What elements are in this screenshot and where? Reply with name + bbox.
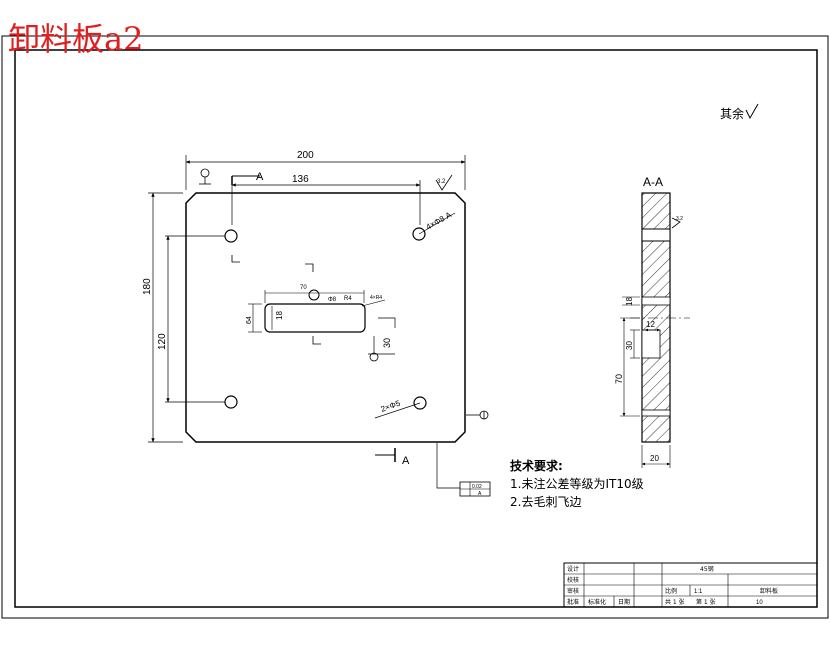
tech-requirements: 技术要求: 1.未注公差等级为IT10级 2.去毛刺飞边 [510,458,644,509]
section-roughness-value: 3.2 [676,216,683,222]
hole-bottom-right [413,396,427,410]
hole-top-right [412,227,426,241]
tb-part-name: 卸料板 [760,587,778,595]
hole-top-left [224,229,238,243]
hole-bottom-left [224,395,238,409]
outer-frame [1,35,829,619]
tb-date: 日期 [618,598,630,606]
section-dim-70: 70 [614,374,624,384]
tb-scale-value: 1:1 [694,589,703,595]
slot-dim-height: 18 [275,311,284,320]
tb-reviewer: 审核 [567,587,579,595]
slot-dim-vertical: 30 [382,338,392,348]
tolerance-frame-bottom: A [478,491,482,497]
inner-frame [14,49,818,608]
tech-requirements-heading: 技术要求: [510,458,563,473]
tb-material: 45钢 [700,565,714,573]
plan-roughness-value: 3.2 [437,179,446,185]
drawing-title: 卸料板a2 [8,20,143,58]
datum-symbol-icon [199,168,211,185]
section-marker-bottom: A [402,455,410,467]
tb-std: 标准化 [588,598,606,606]
tb-drawing-no: 10 [756,600,763,606]
section-dim-18: 18 [625,297,634,306]
roughness-note-label: 其余 [720,106,744,121]
dim-width: 200 [297,150,314,161]
tech-requirement-item: 2.去毛刺飞边 [510,495,581,509]
section-dim-20: 20 [650,454,659,463]
slot-datum-circle [369,352,379,362]
tb-designer: 设计 [567,565,579,573]
slot-pin-hole [308,289,320,301]
slot-dim-hole-a: Φ8 [328,297,337,303]
tolerance-frame-top: 0.02 [472,484,482,490]
datum-b-icon [466,410,489,420]
roughness-symbol-icon [671,217,681,229]
section-dim-30: 30 [625,341,634,350]
roughness-note: 其余 [720,103,759,121]
tb-sheet-total: 共 1 张 [665,598,685,606]
tb-scale-label: 比例 [665,587,677,595]
slot-dim-offset: 4×R4 [370,295,382,301]
tech-requirement-item: 1.未注公差等级为IT10级 [510,476,644,491]
tb-sheet-num: 第 1 张 [696,598,716,606]
plan-roughness: 3.2 [435,174,453,191]
tb-checker: 校核 [567,576,579,584]
dim-height: 180 [142,278,153,295]
hole-note-top-right: 4×Φ8 A [425,210,454,232]
section-title: A-A [643,175,663,189]
tolerance-frame: 0.02 A [459,481,491,497]
title-block: 设计 校核 审核 批准 标准化 日期 45钢 比例 1:1 卸料板 共 1 张 … [563,562,818,608]
hole-note-bottom: 2×Φ5 [380,398,402,413]
slot-dim-length: 70 [300,285,307,291]
slot-dim-hole-b: R4 [344,296,352,302]
roughness-symbol-icon [435,174,453,191]
roughness-symbol-icon [745,103,759,120]
section-view: A-A 3.2 18 12 30 70 20 [614,175,690,468]
plate-outline [185,192,466,443]
dim-hole-spacing: 136 [292,174,309,185]
slot-dim-width: 64 [246,316,253,324]
center-slot [264,303,366,333]
plan-view: 200 136 A 3.2 180 120 [142,150,491,497]
tb-approver: 批准 [567,598,579,606]
section-dim-12: 12 [646,320,655,329]
dim-vertical-spacing: 120 [157,333,168,350]
section-marker-top: A [256,171,264,183]
